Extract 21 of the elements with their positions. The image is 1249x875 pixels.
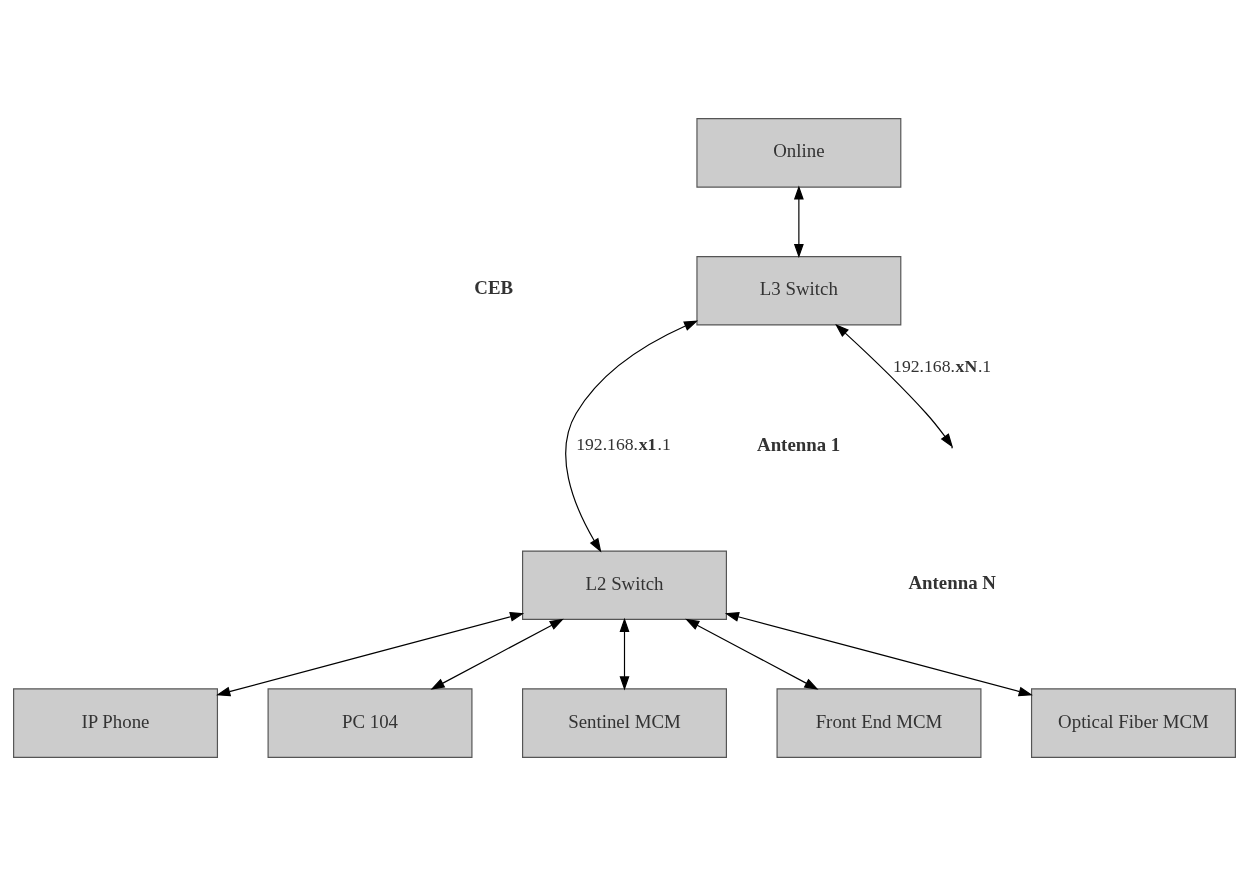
node-box: Sentinel MCM [522, 687, 727, 758]
arrow [793, 184, 804, 258]
arrow [835, 323, 954, 448]
edge-label: 192.168.x1.1 [576, 433, 671, 454]
edge-label: 192.168.xN.1 [893, 355, 992, 376]
label: Antenna N [908, 571, 996, 593]
node-box: L2 Switch [522, 550, 727, 620]
node-box: Front End MCM [776, 687, 982, 758]
arrow [619, 617, 630, 690]
arrow [565, 320, 699, 552]
node-box: Optical Fiber MCM [1030, 687, 1236, 758]
arrow [685, 618, 819, 690]
node-box: IP Phone [13, 687, 219, 758]
arrow [430, 618, 564, 690]
arrow [724, 611, 1033, 696]
label: CEB [474, 276, 514, 298]
node-box: L3 Switch [696, 255, 902, 325]
node-box: PC 104 [267, 687, 473, 758]
node-box: Online [696, 117, 902, 188]
arrow [216, 611, 525, 696]
label: Antenna 1 [757, 433, 841, 455]
